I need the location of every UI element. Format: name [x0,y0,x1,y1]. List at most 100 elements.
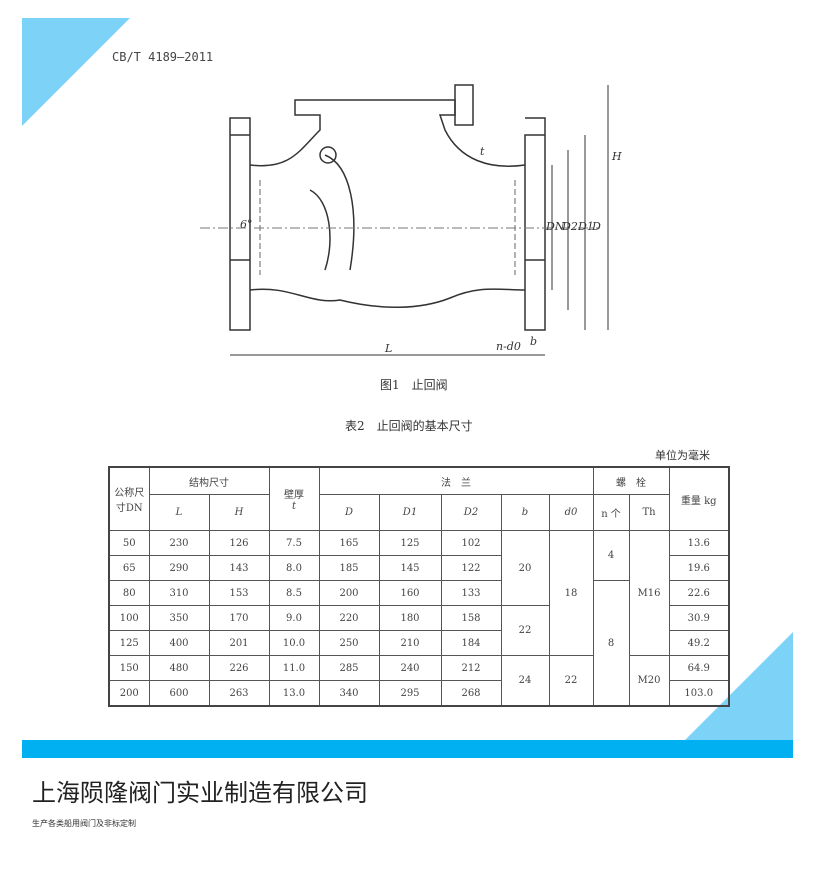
cell-d1: 125 [378,530,442,556]
cell-weight: 103.0 [668,680,730,707]
cell-h: 143 [208,555,270,581]
cell-b: 24 [500,655,550,707]
cell-d1: 240 [378,655,442,681]
cell-dn: 200 [108,680,150,707]
label-h: H [611,150,622,163]
header-l-label: L [175,507,183,518]
cell-d2: 122 [440,555,502,581]
cell-d1: 160 [378,580,442,606]
header-d2: D2 [440,494,502,531]
cell-d2: 158 [440,605,502,631]
cell-weight: 13.6 [668,530,730,556]
header-d1: D1 [378,494,442,531]
header-struct: 结构尺寸 [148,466,270,495]
cell-d1: 180 [378,605,442,631]
header-b-label: b [521,507,529,518]
cell-dn: 80 [108,580,150,606]
header-flange: 法 兰 [318,466,594,495]
cell-d: 22 [548,655,594,707]
cell-d2: 133 [440,580,502,606]
label-l: L [384,342,392,355]
header-bolt: 螺 栓 [592,466,670,495]
header-h-label: H [234,507,244,518]
cell-d2: 184 [440,630,502,656]
unit-note: 单位为毫米 [655,449,710,462]
cell-dn: 125 [108,630,150,656]
header-d-label: D [344,507,354,518]
cell-dn: 100 [108,605,150,631]
cell-d: 285 [318,655,380,681]
header-d2-label: D2 [463,507,479,518]
label-t: t [480,145,485,158]
cell-t: 11.0 [268,655,320,681]
header-n: n 个 [592,494,630,531]
right-flange [524,117,546,331]
figure-caption: 图1 止回阀 [380,378,448,392]
cell-weight: 30.9 [668,605,730,631]
cell-d: 185 [318,555,380,581]
cell-dn: 50 [108,530,150,556]
cell-h: 226 [208,655,270,681]
header-th: Th [628,494,670,531]
cell-d2: 268 [440,680,502,707]
cell-weight: 49.2 [668,630,730,656]
company-name: 上海陨隆阀门实业制造有限公司 [32,779,368,807]
cell-t: 9.0 [268,605,320,631]
cell-b: 20 [500,530,550,606]
cell-n: 4 [592,530,630,581]
cell-l: 400 [148,630,210,656]
cell-weight: 22.6 [668,580,730,606]
cell-dn: 65 [108,555,150,581]
cell-b: 22 [500,605,550,656]
cell-h: 153 [208,580,270,606]
bolt [454,84,474,126]
cell-h: 263 [208,680,270,707]
disc [309,154,355,271]
cell-l: 600 [148,680,210,707]
header-d0: d0 [548,494,594,531]
cell-t: 7.5 [268,530,320,556]
header-d1-label: D1 [402,507,418,518]
label-angle: 6° [240,218,253,231]
label-d: D [591,220,601,233]
header-d0-label: d0 [564,507,578,518]
company-tagline: 生产各类船用阀门及非标定制 [32,819,136,828]
cell-t: 8.0 [268,555,320,581]
left-flange [229,117,251,331]
cell-d: 165 [318,530,380,556]
cell-h: 201 [208,630,270,656]
cell-l: 230 [148,530,210,556]
header-h: H [208,494,270,531]
cell-d: 18 [548,530,594,656]
cell-n: 8 [592,580,630,707]
header-dn: 公称尺寸DN [108,466,150,531]
cell-d2: 102 [440,530,502,556]
label-d2: D2 [561,220,578,233]
cell-t: 8.5 [268,580,320,606]
standard-number: CB/T 4189—2011 [112,50,214,64]
cell-d1: 210 [378,630,442,656]
cell-l: 310 [148,580,210,606]
cell-d1: 145 [378,555,442,581]
header-l: L [148,494,210,531]
header-wall-label: 壁厚 [284,490,304,501]
cell-d: 250 [318,630,380,656]
cell-h: 126 [208,530,270,556]
cell-th: M16 [628,530,670,656]
hinge [319,146,337,164]
label-b: b [530,335,537,348]
label-dn: DN [545,220,565,233]
table-title: 表2 止回阀的基本尺寸 [345,419,473,433]
cell-th: M20 [628,655,670,707]
cell-t: 13.0 [268,680,320,707]
valve-drawing: 6° t DN D2 D1 D H L n-d0 b [200,84,622,356]
